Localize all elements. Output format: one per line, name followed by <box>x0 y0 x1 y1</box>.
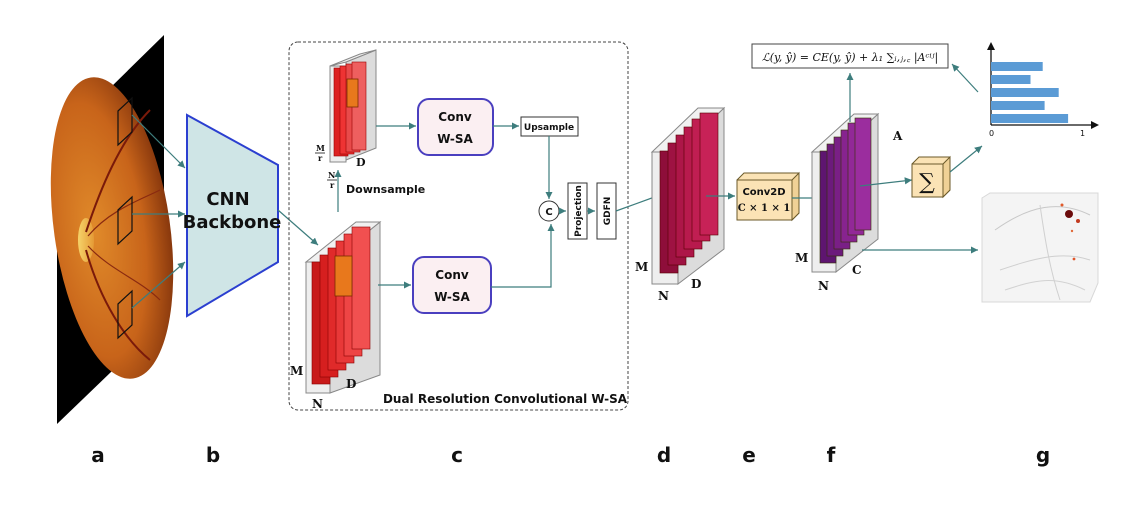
large-stack-dim-N: N <box>312 397 323 411</box>
flow-arrow <box>491 224 555 288</box>
small-stack-dim-D: D <box>356 156 366 169</box>
patch-arrow <box>131 261 186 309</box>
projection-label: Projection <box>574 185 584 237</box>
small-window-patch <box>346 78 359 108</box>
projection-box: Projection <box>567 182 588 240</box>
conv2d-line2: C × 1 × 1 <box>738 203 791 214</box>
bar-chart-x-min: 0 <box>989 129 994 138</box>
large-window-patch <box>334 255 353 297</box>
attention-feature-stack <box>810 112 880 274</box>
backbone-label-line2: Backbone <box>183 212 282 233</box>
bar-chart-bar <box>991 62 1043 71</box>
attention-stack-dim-N: N <box>818 279 829 293</box>
hotspot <box>1065 210 1073 218</box>
conv-wsa-top-line1: Conv <box>438 110 472 124</box>
output-stack-dim-M: M <box>635 260 648 274</box>
fundus-image <box>50 35 174 424</box>
bar-chart-bar <box>991 88 1059 97</box>
attention-stack-dim-M: M <box>795 251 808 265</box>
patch-arrow <box>131 114 186 169</box>
panel-label-d: d <box>657 443 671 467</box>
conv-wsa-box-bottom: Conv W-SA <box>412 256 492 314</box>
attention-bar-chart: 0 1 <box>987 42 1099 138</box>
backbone-to-module-arrow <box>277 209 319 246</box>
bar-chart-x-max: 1 <box>1080 129 1085 138</box>
small-stack-dim-M-over-r-den: r <box>318 153 323 163</box>
bar-chart-bar <box>991 114 1069 123</box>
conv-wsa-box-top: Conv W-SA <box>417 98 494 156</box>
panel-label-c: c <box>451 443 463 467</box>
upsample-box: Upsample <box>520 116 579 137</box>
backbone-label-line1: CNN <box>206 189 249 210</box>
panel-label-g: g <box>1036 443 1050 467</box>
panel-label-b: b <box>206 443 220 467</box>
conv2d-block: Conv2D C × 1 × 1 <box>736 171 800 222</box>
cnn-backbone: CNN Backbone <box>183 113 282 318</box>
sum-block: ∑ <box>911 155 951 199</box>
flow-arrow <box>951 63 979 93</box>
small-stack-dim-N-over-r-num: N <box>328 170 335 180</box>
panel-label-e: e <box>742 443 756 467</box>
hotspot <box>1070 229 1074 233</box>
panel-label-a: a <box>91 443 105 467</box>
small-feature-stack <box>329 49 377 163</box>
bar-chart-bar <box>991 101 1045 110</box>
conv-wsa-bottom-line1: Conv <box>435 268 469 282</box>
patch-top <box>117 96 133 147</box>
gdfn-label: GDFN <box>603 197 613 226</box>
hotspot <box>1072 257 1076 261</box>
large-stack-dim-D: D <box>346 377 356 391</box>
small-stack-dim-M-over-r-num: M <box>316 143 325 153</box>
attention-map-image <box>981 192 1099 303</box>
output-feature-stack <box>650 106 726 286</box>
large-stack-dim-M: M <box>290 364 303 378</box>
large-feature-stack <box>304 220 382 394</box>
loss-formula: ℒ(y, ŷ) = CE(y, ŷ) + λ₁ ∑ᵢ,ⱼ,꜀ |Aᶜⁱʲ| <box>762 51 938 65</box>
conv-wsa-top-line2: W-SA <box>437 132 473 146</box>
patch-middle <box>117 195 133 246</box>
upsample-label: Upsample <box>524 123 574 133</box>
flow-arrow <box>859 177 913 187</box>
concat-label: C <box>545 207 552 218</box>
flow-arrow <box>949 145 983 173</box>
panel-label-f: f <box>827 443 836 467</box>
attention-stack-dim-A: A <box>892 129 903 143</box>
conv2d-line1: Conv2D <box>742 187 785 198</box>
concat-node: C <box>538 200 560 222</box>
downsample-label: Downsample <box>346 183 425 196</box>
loss-formula-box: ℒ(y, ŷ) = CE(y, ŷ) + λ₁ ∑ᵢ,ⱼ,꜀ |Aᶜⁱʲ| <box>751 43 949 69</box>
hotspot <box>1076 219 1080 223</box>
optic-disc <box>78 218 94 262</box>
small-stack-dim-N-over-r-den: r <box>330 180 335 190</box>
patch-bottom <box>117 289 133 340</box>
gdfn-box: GDFN <box>596 182 617 240</box>
output-stack-dim-D: D <box>691 277 701 291</box>
module-title: Dual Resolution Convolutional W-SA <box>383 392 628 406</box>
conv-wsa-bottom-line2: W-SA <box>434 290 470 304</box>
hotspot <box>1060 203 1064 207</box>
output-stack-dim-N: N <box>658 289 669 303</box>
attention-stack-dim-C: C <box>852 263 862 277</box>
sum-symbol: ∑ <box>919 170 935 195</box>
dual-resolution-module-frame <box>288 41 629 411</box>
bar-chart-bar <box>991 75 1031 84</box>
